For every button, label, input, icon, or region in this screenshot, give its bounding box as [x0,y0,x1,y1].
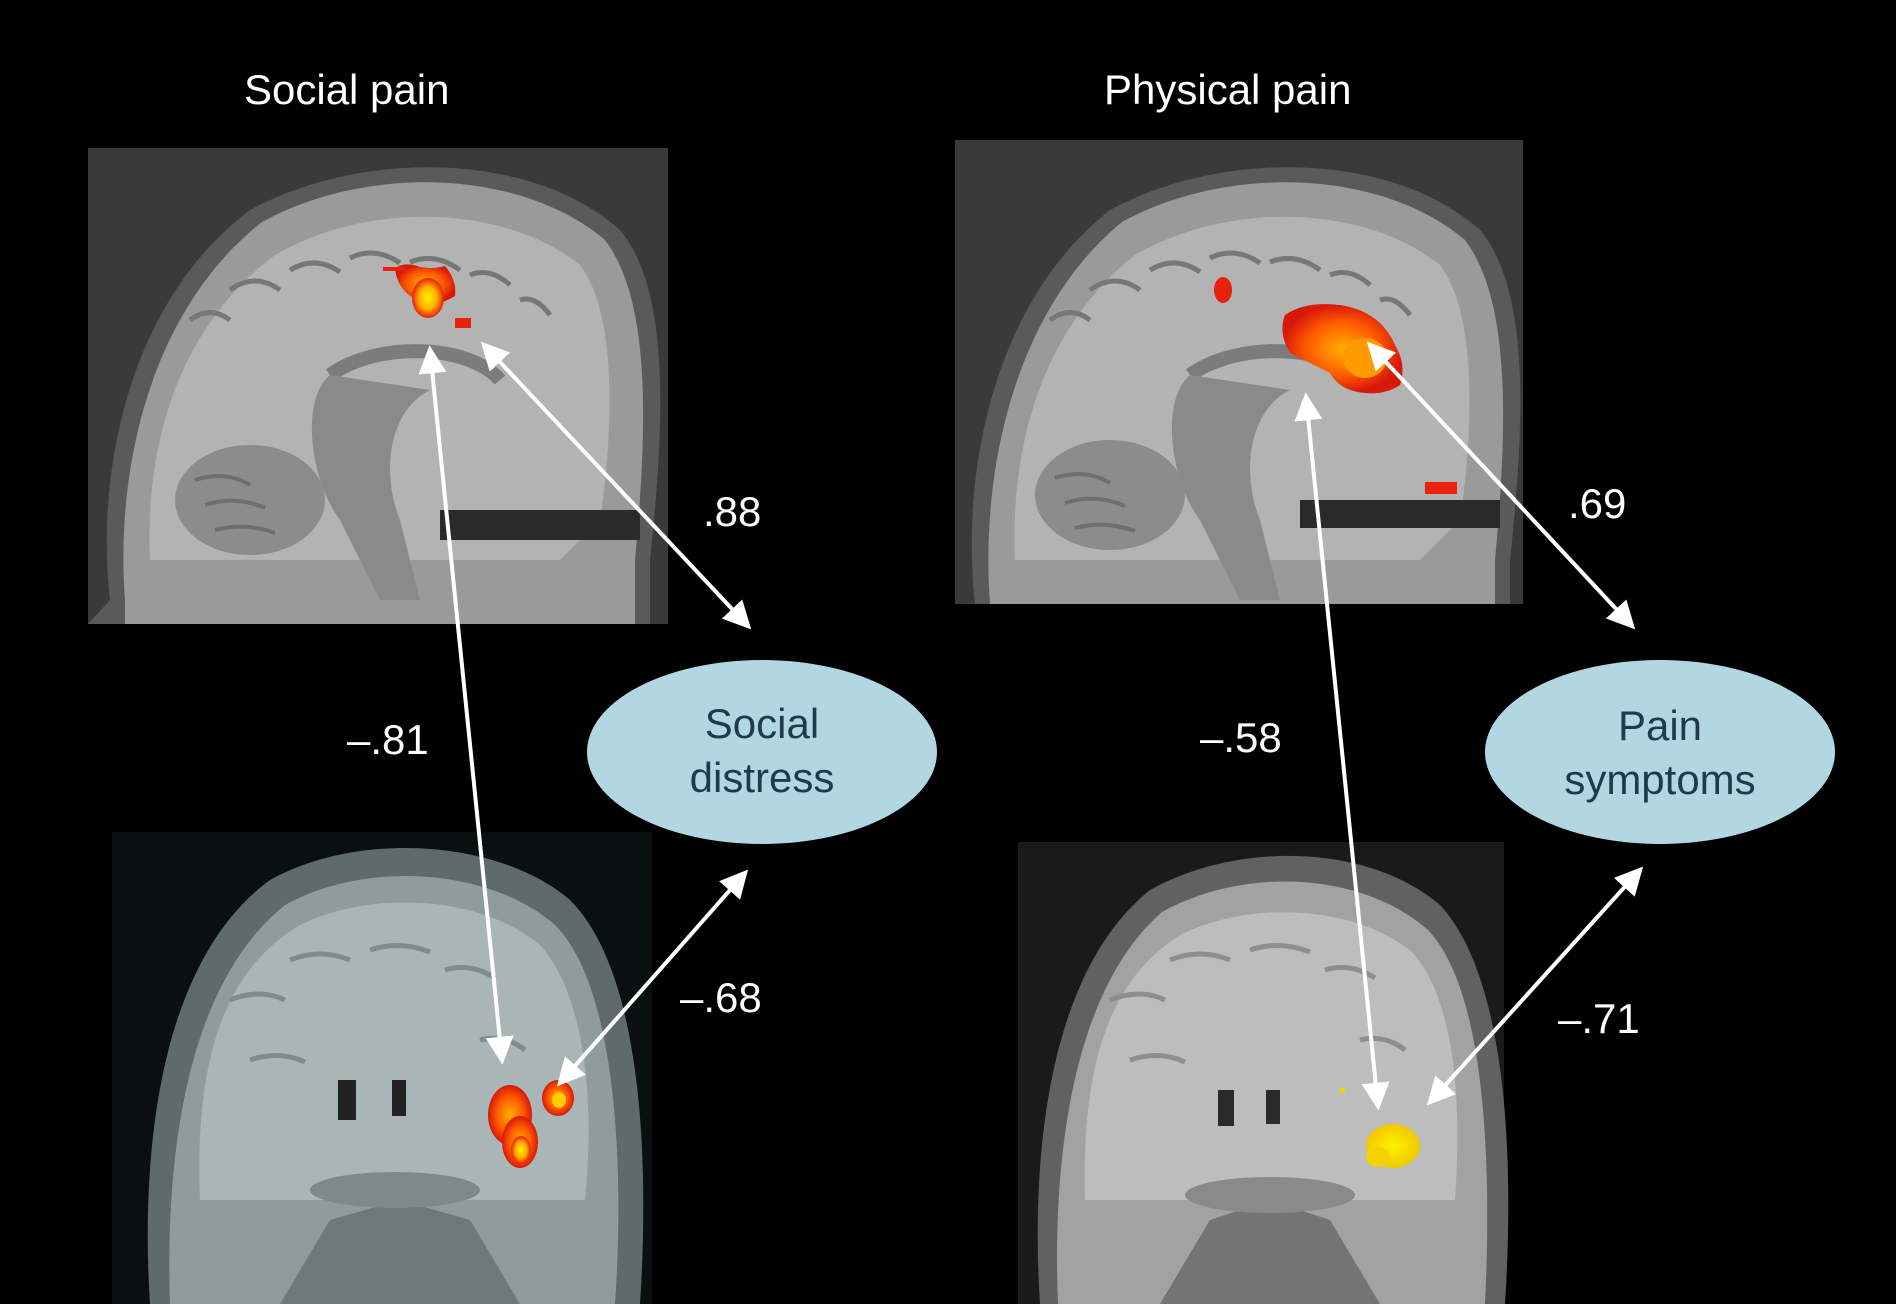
right-coronal-outcome-arrow [1426,866,1644,1106]
social-distress-line2: distress [690,754,835,801]
pain-symptoms-line1: Pain [1618,702,1702,749]
right-corr-sagittal-outcome: .69 [1568,480,1627,527]
left-coronal-outcome-arrow [556,869,749,1087]
left-sagittal-outcome-arrow [480,341,752,630]
right-sagittal-outcome-arrow [1366,341,1636,630]
left-corr-sagittal-coronal: –.81 [347,716,429,763]
social-distress-line1: Social [705,700,819,747]
right-corr-coronal-outcome: –.71 [1558,995,1640,1042]
right-sagittal-coronal-arrow [1294,392,1390,1111]
right-panel-title: Physical pain [1104,66,1352,113]
left-corr-sagittal-outcome: .88 [703,488,762,535]
pain-symptoms-node: Pain symptoms [1485,660,1835,844]
left-sagittal-scan [88,148,668,624]
pain-symptoms-line2: symptoms [1564,756,1755,803]
right-sagittal-scan [955,140,1523,604]
right-corr-sagittal-coronal: –.58 [1200,714,1282,761]
right-coronal-scan [1018,842,1509,1304]
left-panel-title: Social pain [244,66,450,113]
left-corr-coronal-outcome: –.68 [680,974,762,1021]
left-sagittal-coronal-arrow [418,345,514,1065]
social-distress-node: Social distress [587,660,937,844]
